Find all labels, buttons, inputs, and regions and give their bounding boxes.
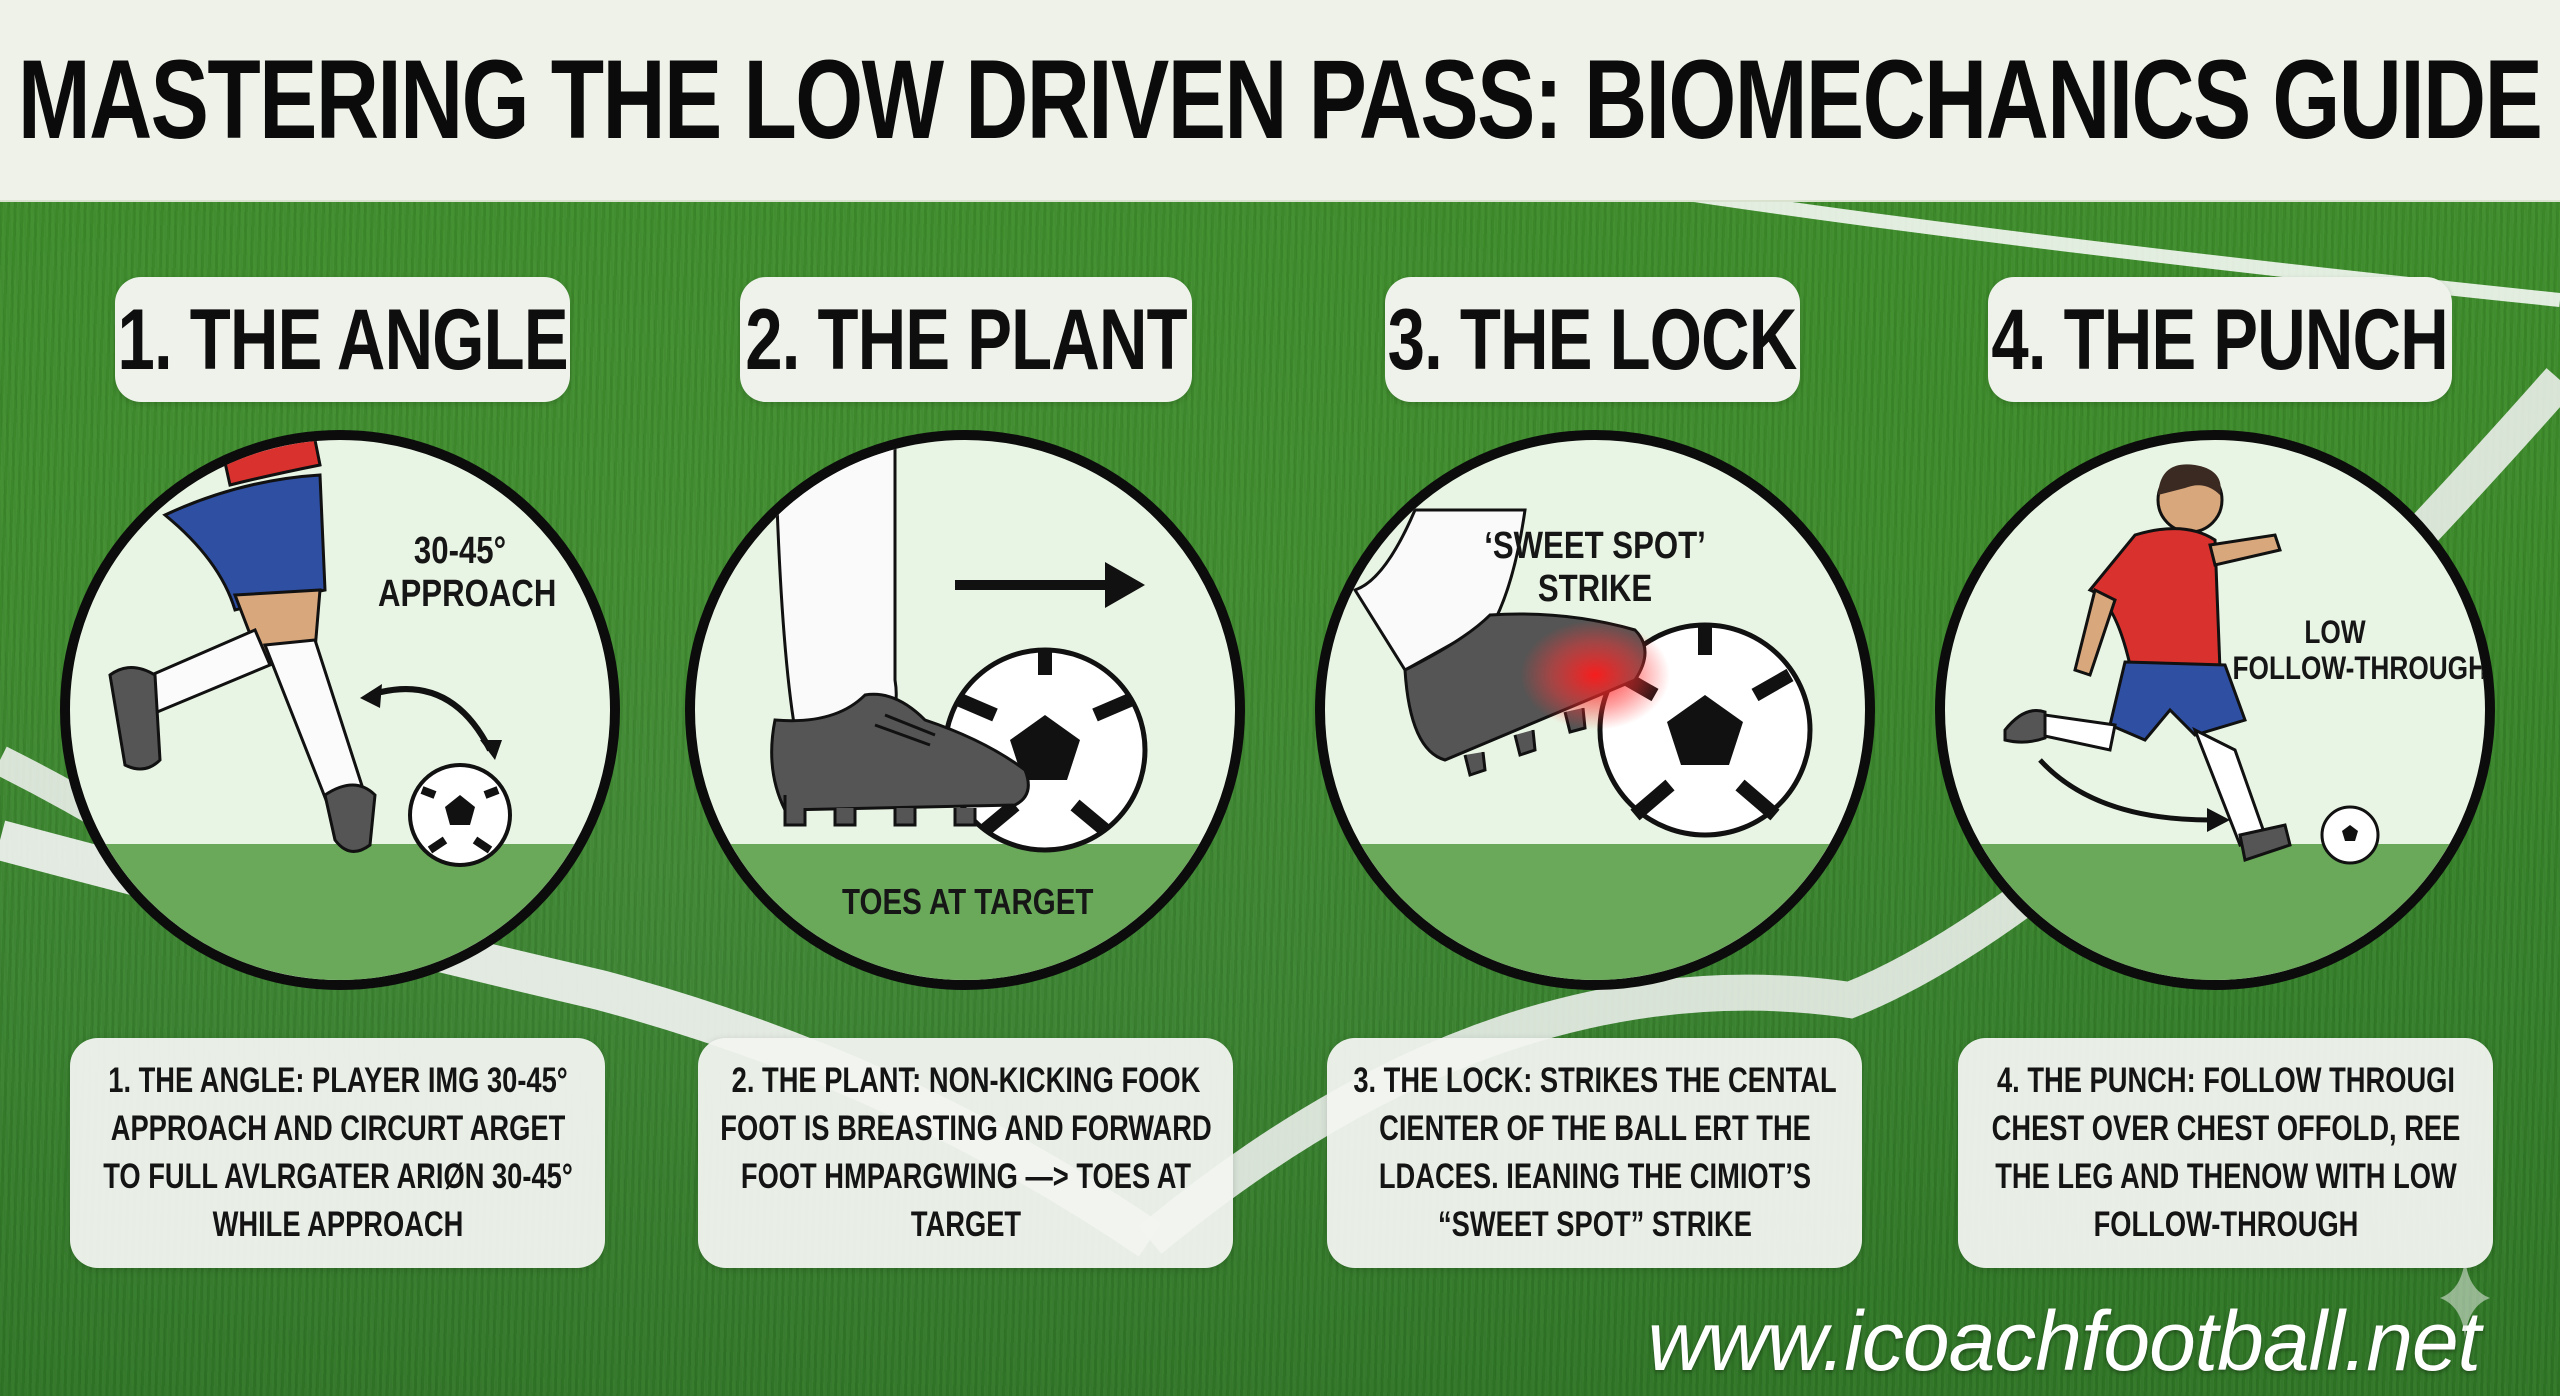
step-4-badge: 4. THE PUNCH (1988, 277, 2452, 402)
sweet-spot-label: ‘SWEET SPOT’ STRIKE (1472, 525, 1718, 610)
grass-floor (1325, 844, 1865, 980)
step-1-title: 1. THE ANGLE (117, 291, 568, 388)
step-3-description: 3. THE LOCK: STRIKES THE CENTAL CIENTER … (1352, 1061, 1837, 1244)
angle-degrees: 30-45° (413, 530, 507, 572)
step-2-illustration: TOES AT TARGET (685, 430, 1245, 990)
step-1-description: 1. THE ANGLE: PLAYER IMG 30-45° APPROACH… (102, 1061, 573, 1244)
step-3-badge: 3. THE LOCK (1385, 277, 1800, 402)
step-3-title: 3. THE LOCK (1388, 291, 1798, 388)
step-2-badge: 2. THE PLANT (740, 277, 1192, 402)
low-text: LOW (2304, 614, 2366, 650)
angle-label: 30-45° APPROACH (378, 530, 557, 615)
step-3-illustration: ‘SWEET SPOT’ STRIKE (1315, 430, 1875, 990)
step-4-title: 4. THE PUNCH (1991, 291, 2449, 388)
step-3-caption: 3. THE LOCK: STRIKES THE CENTAL CIENTER … (1327, 1038, 1862, 1268)
sweet-spot-text: ‘SWEET SPOT’ (1484, 525, 1706, 567)
step-4-illustration: LOW FOLLOW-THROUGH (1935, 430, 2495, 990)
full-player-kicking-icon (2003, 464, 2380, 865)
step-2-caption: 2. THE PLANT: NON-KICKING FOOK FOOT IS B… (698, 1038, 1233, 1268)
step-1-caption: 1. THE ANGLE: PLAYER IMG 30-45° APPROACH… (70, 1038, 605, 1268)
step-4-caption: 4. THE PUNCH: FOLLOW THROUGI CHEST OVER … (1958, 1038, 2493, 1268)
follow-through-label: LOW FOLLOW-THROUGH (2232, 614, 2488, 687)
website-url: www.icoachfootball.net (1647, 1294, 2481, 1388)
follow-through-text: FOLLOW-THROUGH (2232, 649, 2488, 686)
step-4-description: 4. THE PUNCH: FOLLOW THROUGI CHEST OVER … (1991, 1061, 2460, 1244)
step-2-description: 2. THE PLANT: NON-KICKING FOOK FOOT IS B… (719, 1061, 1212, 1244)
step-2-title: 2. THE PLANT (745, 291, 1187, 388)
strike-text: STRIKE (1537, 567, 1653, 610)
header-band: MASTERING THE LOW DRIVEN PASS: BIOMECHAN… (0, 0, 2560, 202)
boot-striking-ball-icon (1352, 508, 1813, 838)
step-1-illustration: 30-45° APPROACH (60, 430, 620, 990)
running-player-legs-icon (108, 440, 512, 867)
planted-boot-beside-ball-icon (770, 440, 1148, 853)
grass-floor (695, 844, 1235, 980)
page-title: MASTERING THE LOW DRIVEN PASS: BIOMECHAN… (18, 37, 2543, 162)
grass-floor (70, 844, 610, 980)
sparkle-icon (2440, 1258, 2490, 1338)
grass-floor (1945, 844, 2485, 980)
approach-label: APPROACH (378, 572, 557, 615)
step-1-badge: 1. THE ANGLE (115, 277, 570, 402)
toes-at-target-label: TOES AT TARGET (842, 881, 1094, 922)
